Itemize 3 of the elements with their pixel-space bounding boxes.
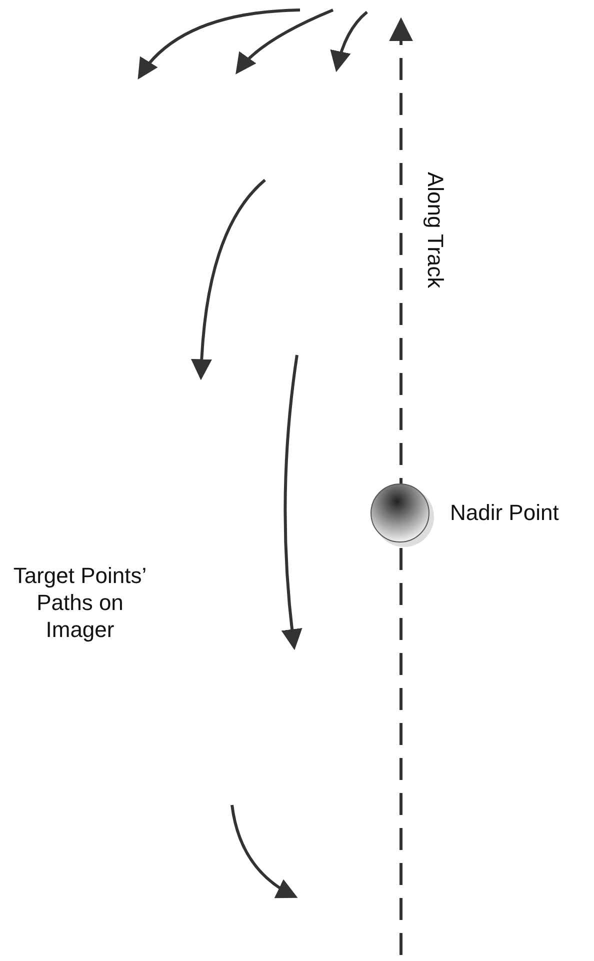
paths-label: Target Points’ Paths on Imager <box>12 562 148 643</box>
nadir-point-label: Nadir Point <box>450 499 559 526</box>
axis-label: Along Track <box>422 172 449 288</box>
